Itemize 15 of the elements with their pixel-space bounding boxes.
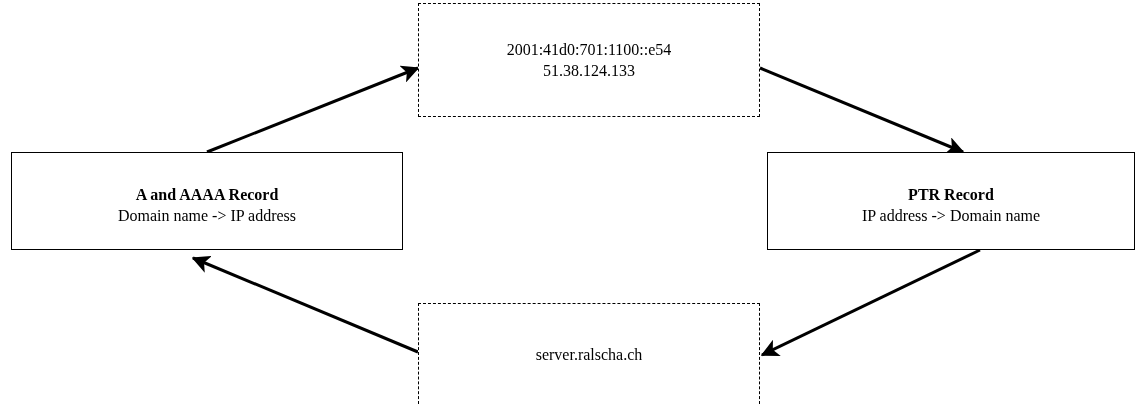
box-heading: PTR Record — [908, 185, 994, 205]
dashed-box — [418, 303, 760, 404]
box-text: 2001:41d0:701:1100::e54 — [506, 40, 672, 60]
box-text: 51.38.124.133 — [543, 61, 635, 81]
box-text: server.ralscha.ch — [535, 344, 643, 365]
process-box — [11, 152, 403, 250]
box-heading: A and AAAA Record — [135, 185, 279, 205]
arrow — [759, 66, 965, 154]
arrow — [191, 256, 419, 354]
process-box — [767, 152, 1135, 250]
box-text: Domain name -> IP address — [117, 206, 297, 226]
arrow — [206, 65, 420, 154]
dashed-box — [418, 3, 760, 117]
box-text: IP address -> Domain name — [861, 206, 1041, 226]
arrow — [760, 248, 981, 357]
